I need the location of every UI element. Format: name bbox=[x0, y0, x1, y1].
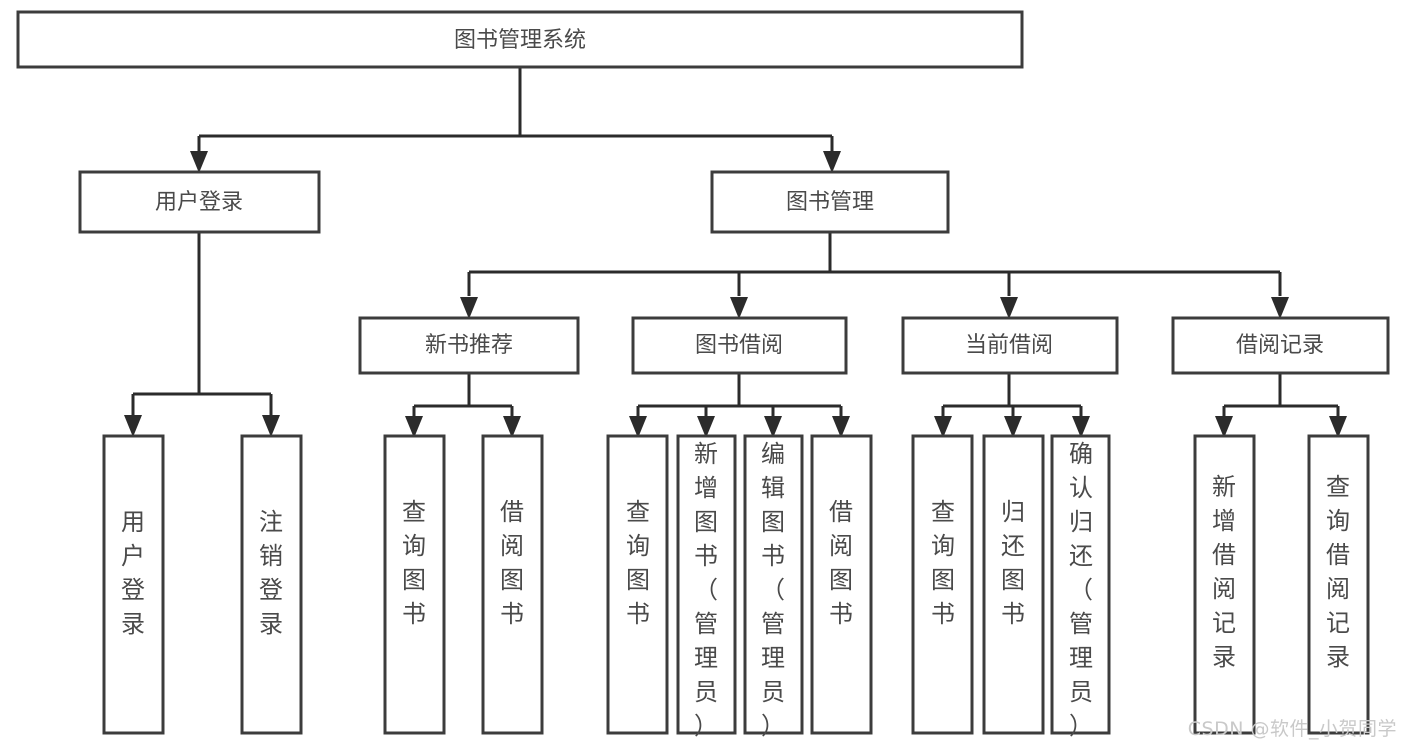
node-leaf-logout[interactable]: 注销登录 bbox=[240, 434, 303, 735]
node-label: 当前借阅 bbox=[965, 333, 1053, 358]
node-label: 查询借阅记录 bbox=[1326, 473, 1350, 671]
node-leaf-return-book[interactable]: 归还图书 bbox=[982, 434, 1045, 735]
node-label: 新增借阅记录 bbox=[1212, 473, 1236, 671]
node-leaf-query-book-borrow[interactable]: 查询图书 bbox=[606, 434, 669, 735]
node-leaf-query-book-recommend[interactable]: 查询图书 bbox=[383, 434, 446, 735]
node-current-borrow[interactable]: 当前借阅 bbox=[901, 316, 1119, 375]
node-leaf-user-login[interactable]: 用户登录 bbox=[102, 434, 165, 735]
node-label: 注销登录 bbox=[259, 508, 283, 638]
node-user-login[interactable]: 用户登录 bbox=[78, 170, 321, 234]
node-leaf-add-book-admin[interactable]: 新增图书（管理员） bbox=[676, 434, 737, 740]
node-leaf-query-borrow-record[interactable]: 查询借阅记录 bbox=[1307, 434, 1370, 735]
node-book-borrow[interactable]: 图书借阅 bbox=[631, 316, 848, 375]
node-book-management[interactable]: 图书管理 bbox=[710, 170, 950, 234]
node-leaf-confirm-return-admin[interactable]: 确认归还（管理员） bbox=[1050, 434, 1111, 740]
node-leaf-query-book-current[interactable]: 查询图书 bbox=[911, 434, 974, 735]
node-leaf-edit-book-admin[interactable]: 编辑图书（管理员） bbox=[743, 434, 804, 740]
node-label: 查询图书 bbox=[626, 498, 650, 628]
node-leaf-add-borrow-record[interactable]: 新增借阅记录 bbox=[1193, 434, 1256, 735]
node-label: 借阅记录 bbox=[1236, 333, 1324, 358]
node-label: 图书管理系统 bbox=[454, 28, 586, 53]
leaf-nodes: 用户登录 注销登录 查询图书 借阅图书 查询图书 新增图书（管理员） bbox=[102, 434, 1370, 740]
node-label: 新增图书（管理员） bbox=[694, 440, 718, 740]
node-label: 图书管理 bbox=[786, 190, 874, 215]
node-label: 归还图书 bbox=[1001, 498, 1025, 628]
node-new-book-recommend[interactable]: 新书推荐 bbox=[358, 316, 580, 375]
node-label: 编辑图书（管理员） bbox=[761, 440, 785, 740]
node-label: 图书借阅 bbox=[695, 333, 783, 358]
node-label: 查询图书 bbox=[931, 498, 955, 628]
node-label: 新书推荐 bbox=[425, 333, 513, 358]
node-label: 查询图书 bbox=[402, 498, 426, 628]
node-label: 借阅图书 bbox=[829, 498, 853, 628]
node-label: 借阅图书 bbox=[500, 498, 524, 628]
node-leaf-borrow-book-borrow[interactable]: 借阅图书 bbox=[810, 434, 873, 735]
node-root-system[interactable]: 图书管理系统 bbox=[16, 10, 1024, 69]
node-borrow-record[interactable]: 借阅记录 bbox=[1171, 316, 1390, 375]
node-label: 用户登录 bbox=[121, 508, 145, 638]
node-label: 用户登录 bbox=[155, 190, 243, 215]
node-leaf-borrow-book-recommend[interactable]: 借阅图书 bbox=[481, 434, 544, 735]
node-label: 确认归还（管理员） bbox=[1069, 440, 1093, 740]
